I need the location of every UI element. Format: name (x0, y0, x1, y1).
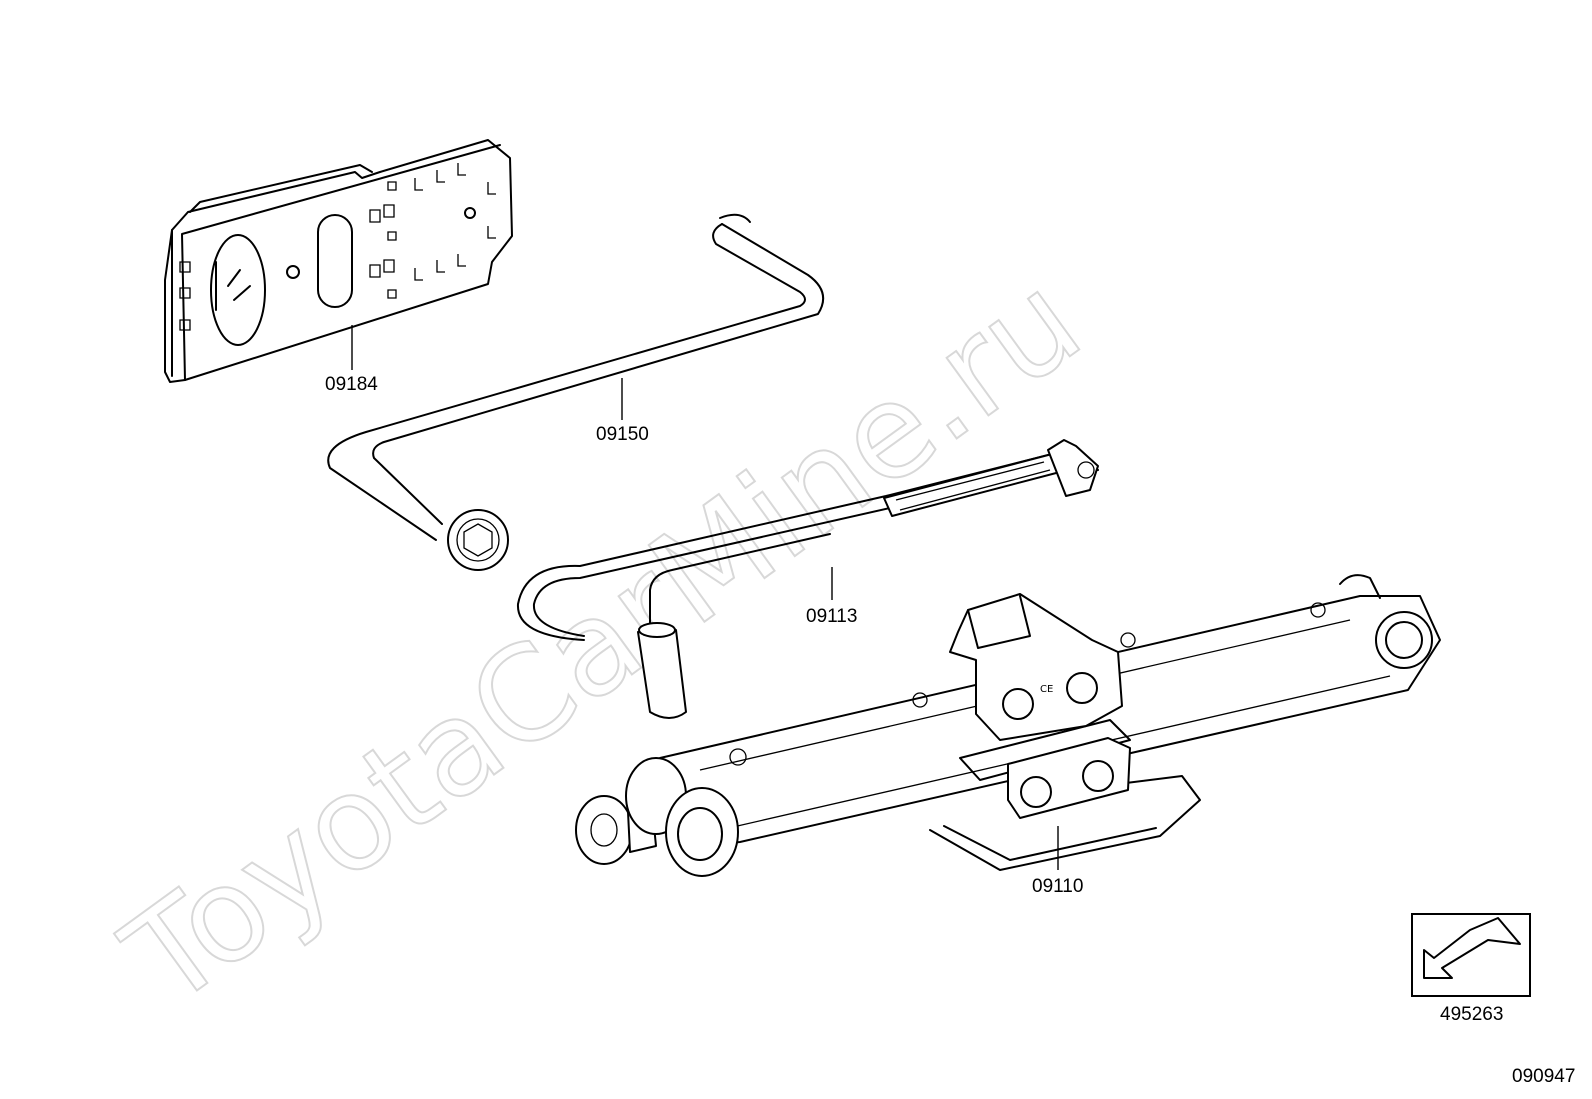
svg-text:CE: CE (1040, 684, 1053, 695)
diagram-code-label: 090947 (1512, 1066, 1575, 1087)
tool-holder-plate (164, 139, 513, 383)
wheel-nut-wrench (327, 213, 825, 571)
part-number-label: 09184 (325, 374, 378, 395)
jack-handle (516, 439, 1099, 719)
scissor-jack: CE (575, 574, 1441, 877)
reference-number-label: 495263 (1440, 1004, 1503, 1025)
part-number-label: 09110 (1032, 876, 1083, 897)
part-number-label: 09150 (596, 424, 649, 445)
part-number-label: 09113 (806, 606, 857, 627)
reference-box: 495263 (1411, 913, 1531, 1025)
arrow-down-left-icon (1423, 917, 1521, 979)
